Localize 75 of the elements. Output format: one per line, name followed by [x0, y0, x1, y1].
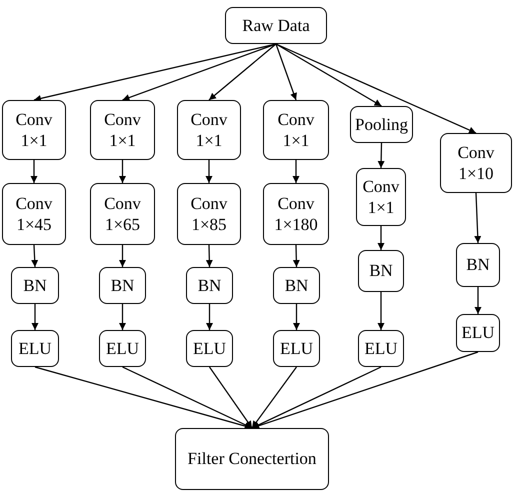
- box-label: Conv 1×1: [14, 108, 54, 152]
- box-label: Raw Data: [241, 14, 311, 36]
- process-box: [456, 314, 500, 352]
- process-box: [186, 330, 233, 367]
- arrow: [292, 160, 300, 183]
- box-label: ELU: [278, 338, 314, 360]
- arrow: [119, 160, 126, 183]
- process-box: [90, 100, 155, 160]
- box-label: BN: [110, 274, 136, 296]
- arrow: [293, 304, 300, 330]
- process-box: [177, 100, 241, 160]
- box-label: ELU: [17, 338, 53, 360]
- arrow: [122, 43, 276, 101]
- process-box: [11, 330, 59, 367]
- arrow: [30, 160, 38, 183]
- box-label: ELU: [460, 322, 496, 344]
- arrow: [32, 304, 38, 330]
- process-box: [440, 133, 512, 193]
- box-label: ELU: [104, 338, 140, 360]
- box-label: Conv 1×1: [190, 108, 228, 152]
- box-label: ELU: [192, 338, 228, 360]
- process-box: [177, 183, 241, 245]
- arrow: [206, 244, 213, 268]
- box-label: Conv 1×10: [456, 142, 496, 184]
- process-box: [99, 267, 146, 304]
- process-box: [175, 428, 329, 490]
- box-label: Conv 1×85: [190, 192, 228, 236]
- box-label: Conv 1×1: [103, 108, 142, 152]
- box-label: Conv 1×1: [276, 108, 316, 152]
- arrow: [378, 142, 385, 168]
- box-label: BN: [465, 254, 491, 276]
- arrow: [474, 287, 482, 314]
- box-label: Filter Conectertion: [186, 448, 318, 470]
- arrow: [31, 244, 38, 268]
- process-box: [263, 183, 329, 245]
- arrow: [209, 366, 252, 428]
- arrow: [119, 245, 126, 267]
- process-box: [358, 250, 404, 292]
- box-label: BN: [22, 274, 48, 296]
- process-box: [11, 267, 59, 304]
- box-label: BN: [196, 274, 222, 296]
- arrow: [34, 43, 276, 102]
- arrow: [378, 226, 384, 250]
- process-box: [456, 243, 500, 287]
- arrow: [378, 292, 384, 330]
- arrow: [275, 44, 297, 100]
- process-box: [273, 267, 320, 304]
- arrow: [292, 244, 300, 268]
- process-box: [263, 100, 329, 160]
- box-label: Pooling: [354, 114, 409, 136]
- arrow: [276, 43, 382, 107]
- process-box: [225, 7, 327, 44]
- box-label: Conv 1×65: [103, 192, 142, 236]
- process-box: [2, 100, 66, 160]
- process-box: [350, 106, 413, 143]
- box-label: ELU: [363, 338, 399, 360]
- arrow: [208, 44, 276, 100]
- arrow: [206, 160, 212, 183]
- box-label: BN: [368, 260, 394, 282]
- process-box: [273, 330, 320, 367]
- process-box: [99, 330, 146, 367]
- process-box: [90, 183, 155, 245]
- box-label: Conv 1×1: [362, 176, 400, 218]
- process-box: [186, 267, 233, 304]
- box-label: Conv 1×180: [273, 192, 319, 236]
- process-box: [2, 183, 66, 245]
- box-label: BN: [284, 274, 310, 296]
- arrow: [252, 366, 297, 428]
- arrow: [474, 192, 482, 244]
- process-box: [356, 168, 406, 226]
- box-label: Conv 1×45: [14, 192, 54, 236]
- arrow: [206, 304, 213, 330]
- process-box: [358, 330, 404, 367]
- arrow: [276, 43, 476, 134]
- arrow: [119, 304, 126, 330]
